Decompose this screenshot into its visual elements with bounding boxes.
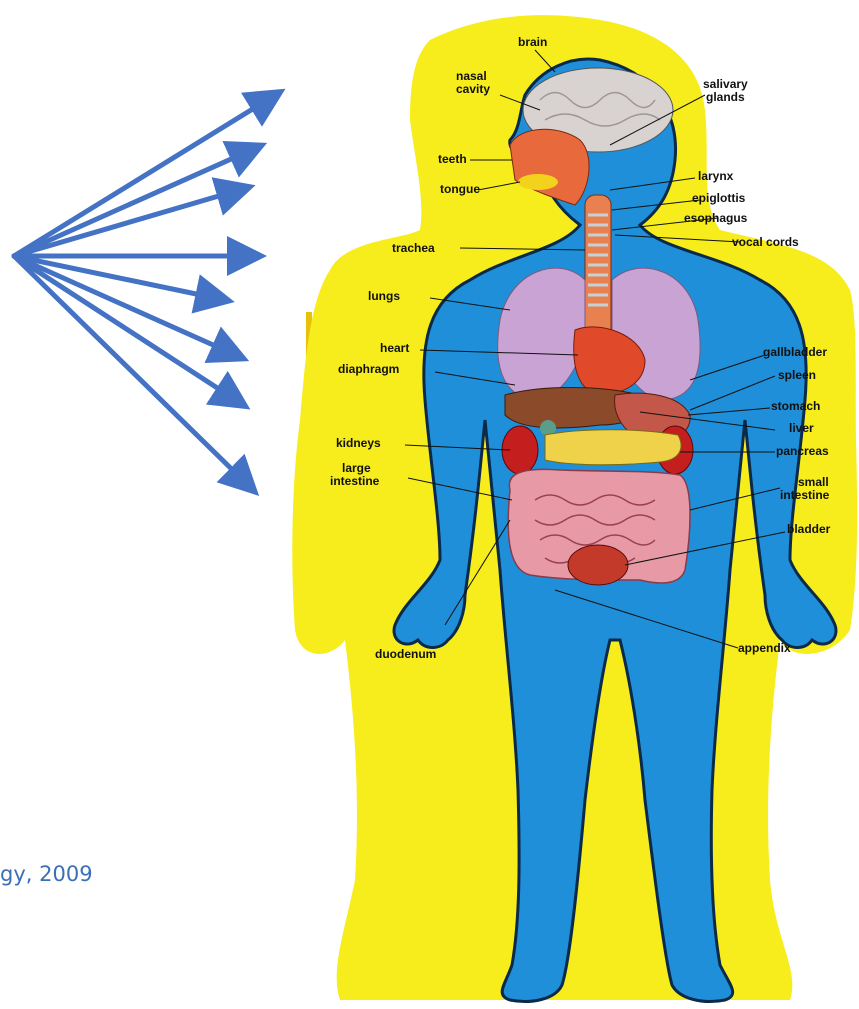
label-small-intestine-line1: small (798, 475, 829, 489)
label-brain: brain (518, 35, 547, 49)
label-salivary-glands-line2: glands (706, 90, 745, 104)
arrow-2 (14, 147, 258, 256)
label-duodenum: duodenum (375, 647, 436, 661)
trachea (585, 195, 611, 345)
label-epiglottis: epiglottis (692, 191, 746, 205)
label-appendix: appendix (738, 641, 791, 655)
label-salivary-glands-line1: salivary (703, 77, 748, 91)
label-trachea: trachea (392, 241, 435, 255)
arrow-1 (14, 94, 277, 256)
arrow-fan (14, 94, 277, 489)
label-heart: heart (380, 341, 409, 355)
arrow-3 (14, 188, 246, 256)
arrow-8 (14, 256, 252, 489)
label-diaphragm: diaphragm (338, 362, 399, 376)
label-small-intestine-line2: intestine (780, 488, 830, 502)
label-stomach: stomach (771, 399, 820, 413)
label-teeth: teeth (438, 152, 467, 166)
label-gallbladder: gallbladder (763, 345, 827, 359)
tongue (518, 174, 558, 190)
label-liver: liver (789, 421, 814, 435)
label-vocal-cords: vocal cords (732, 235, 799, 249)
pancreas (545, 430, 681, 465)
label-large-intestine-line1: large (342, 461, 371, 475)
label-nasal-cavity-line1: nasal (456, 69, 487, 83)
citation-text: gy, 2009 (0, 862, 93, 886)
label-larynx: larynx (698, 169, 734, 183)
bladder (568, 545, 628, 585)
label-large-intestine-line2: intestine (330, 474, 380, 488)
label-esophagus: esophagus (684, 211, 748, 225)
label-spleen: spleen (778, 368, 816, 382)
label-tongue: tongue (440, 182, 480, 196)
label-bladder: bladder (787, 522, 831, 536)
label-kidneys: kidneys (336, 436, 381, 450)
arrow-6 (14, 256, 240, 357)
label-lungs: lungs (368, 289, 400, 303)
label-pancreas: pancreas (776, 444, 829, 458)
label-nasal-cavity-line2: cavity (456, 82, 490, 96)
